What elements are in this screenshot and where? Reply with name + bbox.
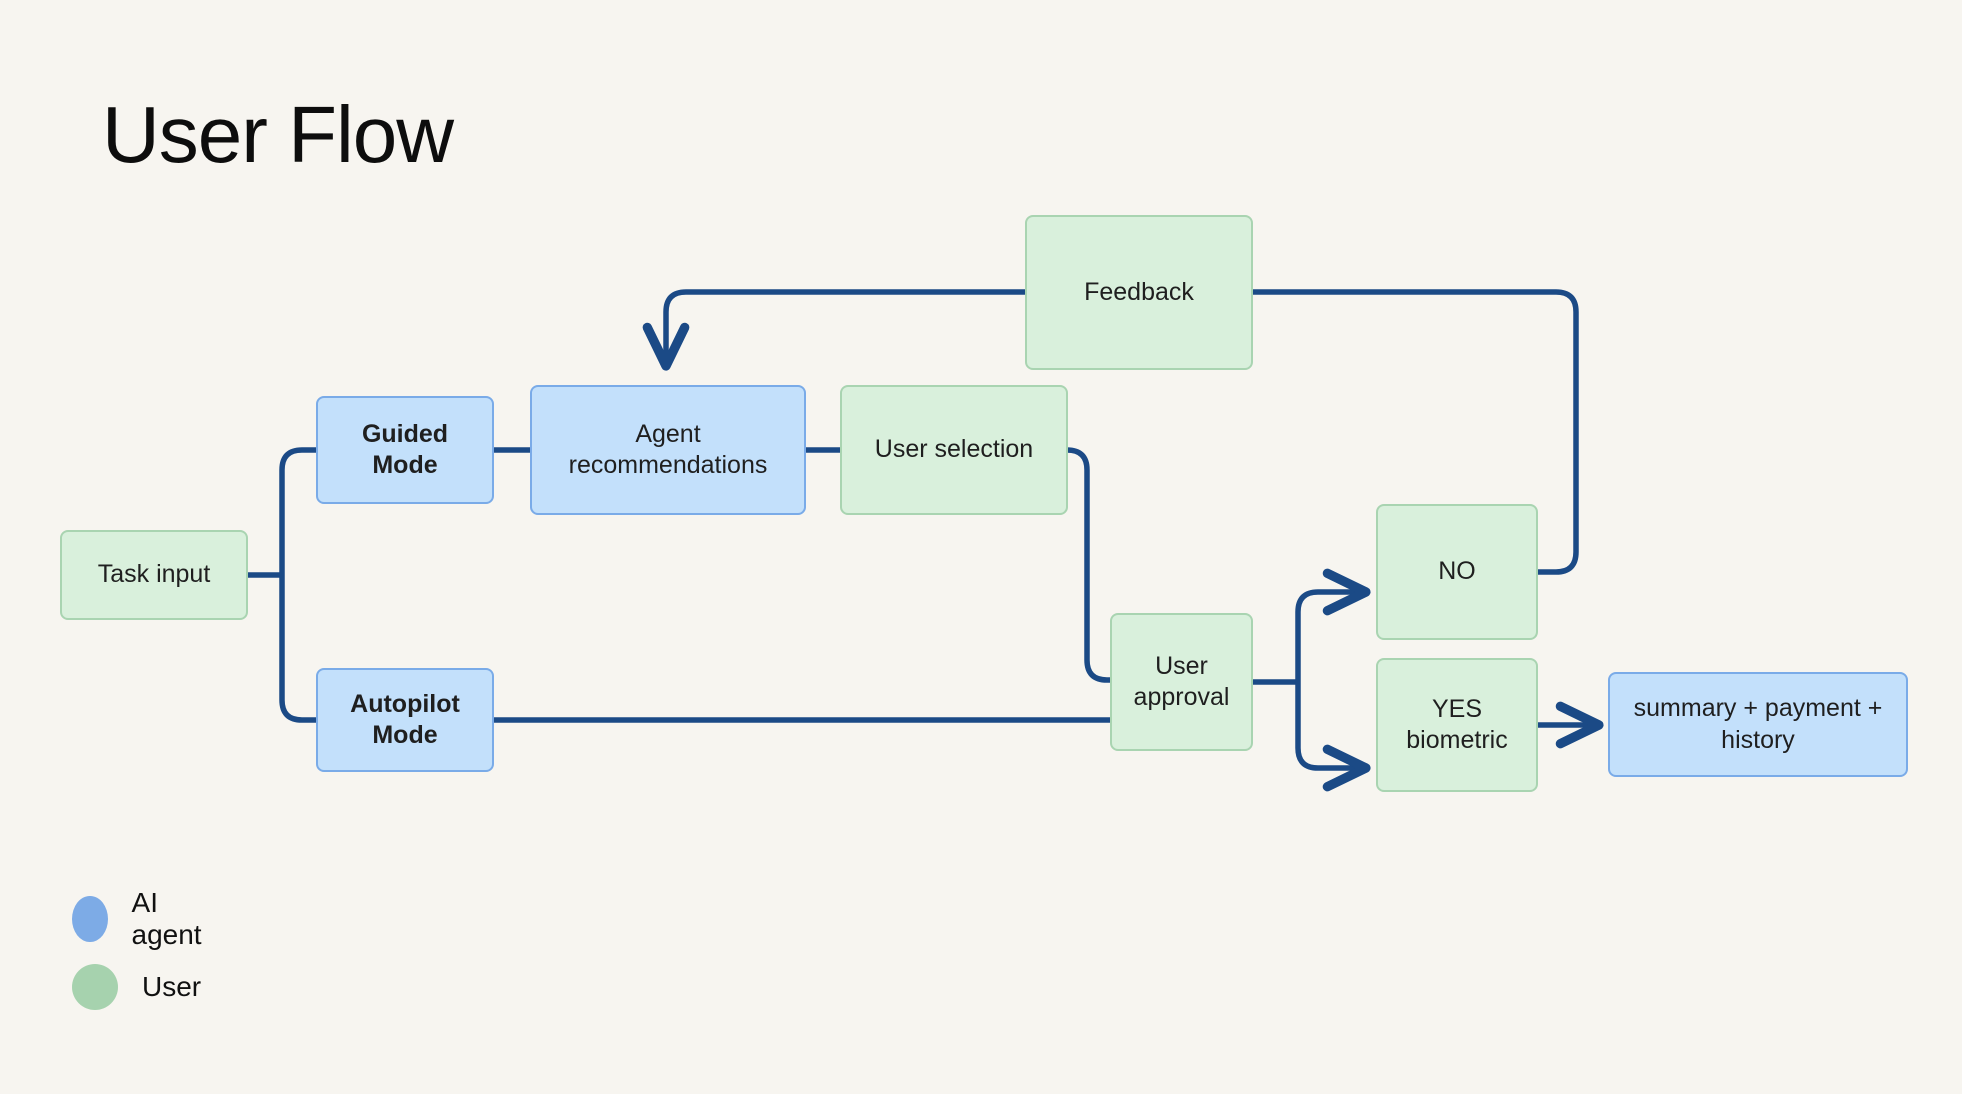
- legend-swatch-user-icon: [72, 964, 118, 1010]
- node-feedback[interactable]: Feedback: [1025, 215, 1253, 370]
- edge-user-selection-to-user-approval: [1066, 447, 1110, 683]
- node-guided-mode[interactable]: Guided Mode: [316, 396, 494, 504]
- page-title: User Flow: [102, 90, 454, 179]
- node-task-input[interactable]: Task input: [60, 530, 248, 620]
- node-guided-mode-label: Guided Mode: [361, 419, 449, 479]
- node-user-selection[interactable]: User selection: [840, 385, 1068, 515]
- node-user-selection-label: User selection: [874, 435, 1034, 464]
- node-feedback-label: Feedback: [1084, 277, 1194, 306]
- node-task-input-label: Task input: [97, 560, 211, 589]
- edge-branch-to-yes: [1295, 682, 1371, 792]
- legend-label-user: User: [142, 971, 202, 1002]
- legend-label-ai-agent: AI agent: [131, 887, 202, 950]
- node-summary-payment-history-label: summary + payment +history: [1633, 694, 1883, 754]
- node-no[interactable]: NO: [1376, 504, 1538, 640]
- edge-split-to-guided: [279, 447, 318, 575]
- node-summary-payment-history[interactable]: summary + payment +history: [1608, 672, 1908, 777]
- edge-branch-to-no: [1295, 568, 1371, 682]
- edge-feedback-to-agent-recs: [642, 289, 1026, 371]
- legend-swatch-ai-agent-icon: [72, 896, 108, 942]
- edge-split-to-autopilot: [279, 575, 318, 723]
- legend-item-user: User: [72, 964, 201, 1010]
- legend-item-ai-agent: AI agent: [72, 887, 212, 951]
- node-no-label: NO: [1438, 557, 1476, 586]
